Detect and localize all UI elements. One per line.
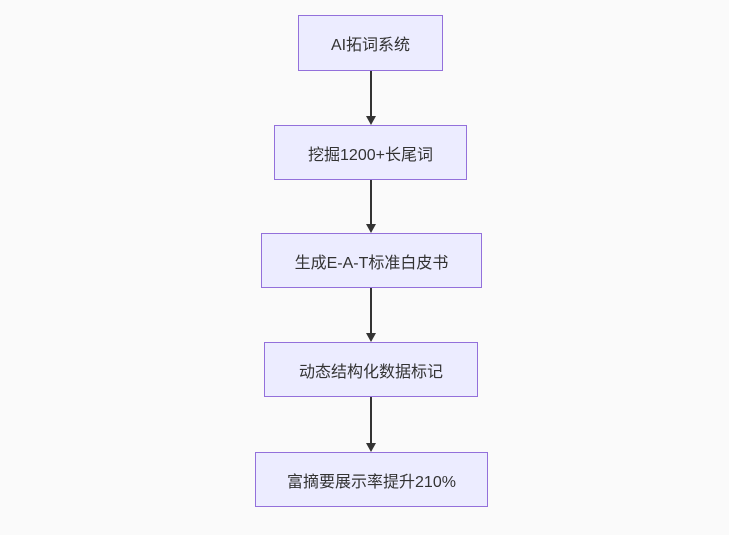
flow-node-generate-eat-whitepaper: 生成E-A-T标准白皮书 xyxy=(261,233,482,288)
arrow-down-icon xyxy=(365,397,377,452)
arrow-down-icon xyxy=(365,180,377,233)
flow-node-dynamic-structured-data-markup: 动态结构化数据标记 xyxy=(264,342,478,397)
arrow-down-icon xyxy=(365,71,377,125)
flow-node-mine-longtail-keywords: 挖掘1200+长尾词 xyxy=(274,125,467,180)
flow-node-rich-snippet-rate-increase: 富摘要展示率提升210% xyxy=(255,452,488,507)
arrow-down-icon xyxy=(365,288,377,342)
flow-node-ai-word-expansion-system: AI拓词系统 xyxy=(298,15,443,71)
